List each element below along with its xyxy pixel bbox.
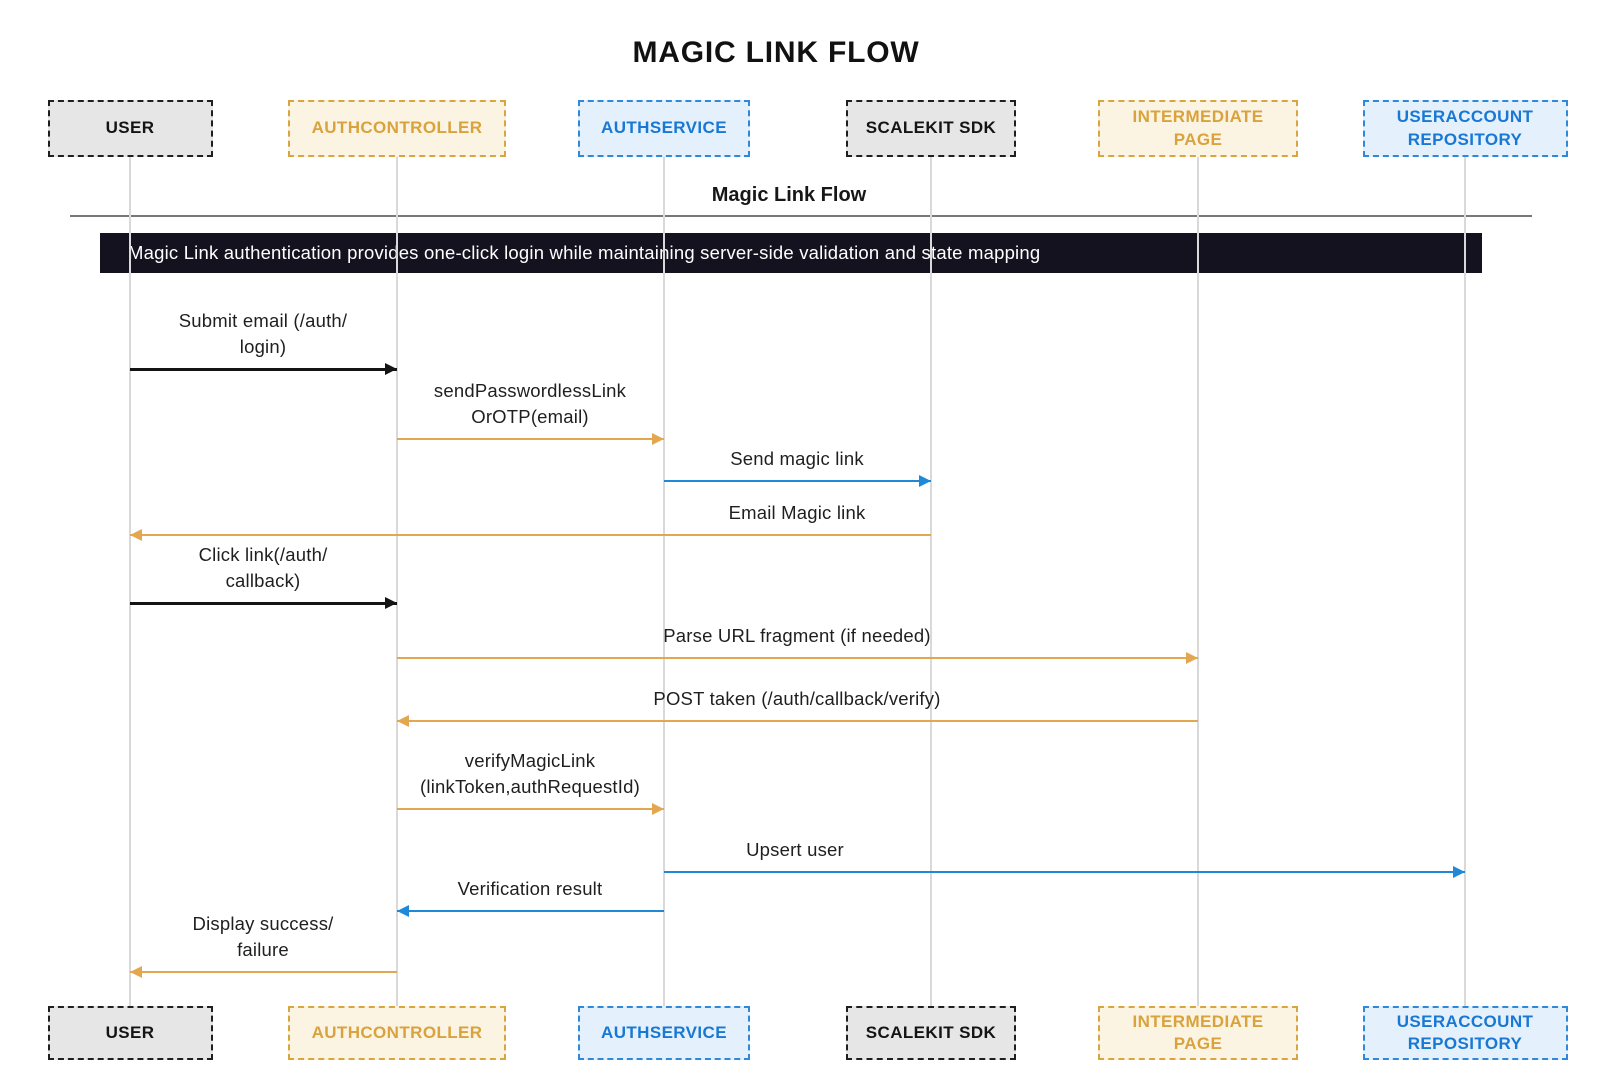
message-label-11: Display success/failure <box>0 911 543 963</box>
participant-label: AUTHCONTROLLER <box>311 118 483 138</box>
participant-box-authcontroller-bottom: AUTHCONTROLLER <box>288 1006 506 1060</box>
message-arrowhead-1 <box>385 363 397 375</box>
participant-label: SCALEKIT SDK <box>865 118 997 138</box>
message-label-7: POST taken (/auth/callback/verify) <box>517 686 1077 712</box>
note-banner: Magic Link authentication provides one-c… <box>100 233 1482 273</box>
message-label-line: POST taken (/auth/callback/verify) <box>653 688 941 709</box>
participant-label: AUTHSERVICE <box>601 1022 727 1042</box>
message-line-3 <box>664 480 931 482</box>
participant-box-intermediate-page-top: INTERMEDIATE PAGE <box>1098 100 1298 157</box>
participant-box-authservice-top: AUTHSERVICE <box>578 100 750 157</box>
message-line-1 <box>130 368 397 371</box>
message-arrowhead-9 <box>1453 866 1465 878</box>
message-line-9 <box>664 871 1465 873</box>
participant-box-useraccount-repository-top: USERACCOUNT REPOSITORY <box>1362 100 1568 157</box>
participant-label: USER <box>105 118 155 138</box>
message-label-line: sendPasswordlessLink <box>433 380 627 401</box>
message-arrowhead-4 <box>130 529 142 541</box>
participant-box-scalekit-sdk-top: SCALEKIT SDK <box>846 100 1016 157</box>
message-label-9: Upsert user <box>515 837 1075 863</box>
participant-label: USERACCOUNT REPOSITORY <box>1396 1011 1534 1053</box>
lifeline-user <box>129 157 131 1006</box>
message-line-8 <box>397 808 664 810</box>
message-arrowhead-5 <box>385 597 397 609</box>
participant-label: INTERMEDIATE PAGE <box>1132 1011 1264 1053</box>
lifeline-authservice <box>663 157 665 1006</box>
message-arrowhead-10 <box>397 905 409 917</box>
message-arrowhead-2 <box>652 433 664 445</box>
message-label-line: failure <box>237 939 289 960</box>
message-label-line: Parse URL fragment (if needed) <box>663 625 931 646</box>
participant-box-user-bottom: USER <box>47 1006 213 1060</box>
message-arrowhead-3 <box>919 475 931 487</box>
message-line-6 <box>397 657 1198 659</box>
message-label-5: Click link(/auth/callback) <box>0 542 543 594</box>
message-label-line: Display success/ <box>192 913 334 934</box>
lifeline-useraccount-repository <box>1464 157 1466 1006</box>
lifeline-authcontroller <box>396 157 398 1006</box>
diagram-subtitle: Magic Link Flow <box>711 184 867 206</box>
participant-label: USERACCOUNT REPOSITORY <box>1396 107 1534 149</box>
message-label-4: Email Magic link <box>517 500 1077 526</box>
message-label-line: login) <box>239 336 287 357</box>
message-line-4 <box>130 534 931 536</box>
lifeline-intermediate-page <box>1197 157 1199 1006</box>
participant-box-intermediate-page-bottom: INTERMEDIATE PAGE <box>1098 1006 1298 1060</box>
participant-label: AUTHSERVICE <box>601 118 727 138</box>
message-line-2 <box>397 438 664 440</box>
participant-box-authcontroller-top: AUTHCONTROLLER <box>288 100 506 157</box>
message-line-7 <box>397 720 1198 722</box>
message-arrowhead-11 <box>130 966 142 978</box>
message-label-6: Parse URL fragment (if needed) <box>517 623 1077 649</box>
message-label-1: Submit email (/auth/login) <box>0 308 543 360</box>
lifeline-scalekit-sdk <box>930 157 932 1006</box>
participant-box-useraccount-repository-bottom: USERACCOUNT REPOSITORY <box>1362 1006 1568 1060</box>
note-text: Magic Link authentication provides one-c… <box>128 242 1041 263</box>
participant-label: SCALEKIT SDK <box>865 1022 997 1042</box>
message-line-5 <box>130 602 397 605</box>
participant-label: USER <box>105 1022 155 1042</box>
participant-box-scalekit-sdk-bottom: SCALEKIT SDK <box>846 1006 1016 1060</box>
message-label-line: Verification result <box>457 878 603 899</box>
message-label-3: Send magic link <box>517 446 1077 472</box>
message-label-line: OrOTP(email) <box>471 406 589 427</box>
message-label-line: Submit email (/auth/ <box>178 310 348 331</box>
message-line-10 <box>397 910 664 912</box>
message-label-line: Upsert user <box>746 839 844 860</box>
message-arrowhead-8 <box>652 803 664 815</box>
participant-box-user-top: USER <box>47 100 213 157</box>
participant-box-authservice-bottom: AUTHSERVICE <box>578 1006 750 1060</box>
message-label-10: Verification result <box>250 876 810 902</box>
message-label-line: Email Magic link <box>728 502 866 523</box>
message-label-line: verifyMagicLink <box>464 750 596 771</box>
message-label-line: callback) <box>225 570 301 591</box>
message-label-line: Send magic link <box>730 448 864 469</box>
participant-label: AUTHCONTROLLER <box>311 1022 483 1042</box>
message-line-11 <box>130 971 397 973</box>
divider-line <box>70 215 1532 217</box>
participant-label: INTERMEDIATE PAGE <box>1132 107 1264 149</box>
message-arrowhead-6 <box>1186 652 1198 664</box>
message-arrowhead-7 <box>397 715 409 727</box>
page-title: MAGIC LINK FLOW <box>632 36 920 69</box>
message-label-8: verifyMagicLink (linkToken,authRequestId) <box>250 748 810 800</box>
message-label-line: Click link(/auth/ <box>198 544 328 565</box>
message-label-line: (linkToken,authRequestId) <box>420 776 640 797</box>
